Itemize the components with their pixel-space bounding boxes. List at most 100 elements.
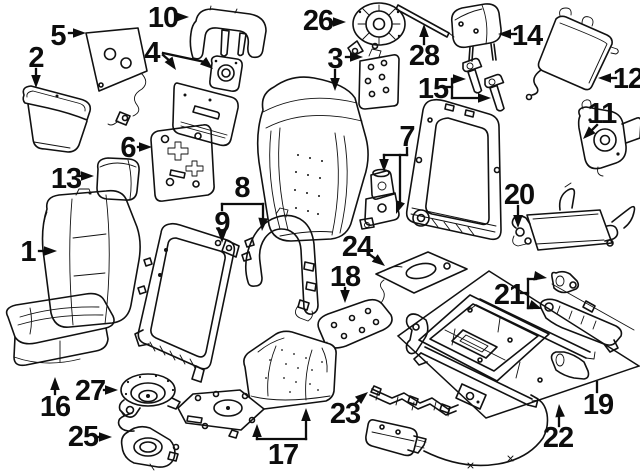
callout-8[interactable]: 8 [220, 172, 268, 231]
part-number: 8 [234, 172, 250, 204]
part-number: 26 [303, 5, 334, 37]
part-number: 6 [120, 132, 136, 164]
seat-heater-mat [315, 279, 393, 357]
track-motors [539, 270, 635, 380]
seat-back-panel [172, 82, 239, 147]
callout-21[interactable]: 21 [494, 271, 548, 313]
seat-foam-pad [243, 330, 337, 410]
seat-pan [177, 389, 265, 439]
callout-26[interactable]: 26 [303, 5, 346, 37]
part-number: 21 [494, 279, 525, 311]
arrowhead-icon [333, 17, 346, 27]
arrowhead-icon [31, 75, 41, 88]
callout-14[interactable]: 14 [498, 20, 544, 52]
arrowhead-icon [379, 159, 389, 172]
callout-3[interactable]: 3 [327, 43, 363, 91]
arrowhead-icon [44, 246, 57, 256]
part-number: 4 [144, 37, 160, 69]
callout-2[interactable]: 2 [28, 42, 45, 88]
arrowhead-icon [81, 171, 94, 181]
callout-22[interactable]: 22 [543, 404, 574, 454]
headrest-guide-sleeves [462, 57, 505, 112]
side-airbag-module [577, 99, 640, 177]
lumbar-support-panel [150, 124, 215, 202]
part-number: 9 [214, 207, 230, 239]
callout-20[interactable]: 20 [504, 179, 535, 228]
seat-back-cover [256, 76, 369, 242]
part-number: 11 [588, 98, 618, 130]
blower-motor [347, 2, 406, 57]
arrowhead-icon [199, 56, 213, 69]
armrest [22, 85, 92, 153]
part-number: 3 [327, 43, 343, 75]
part-number: 14 [512, 20, 543, 52]
part-number: 23 [330, 398, 361, 430]
parts-layer [5, 2, 640, 471]
arrowhead-icon [105, 385, 118, 395]
part-number: 18 [330, 261, 361, 293]
arrowhead-icon [217, 230, 227, 243]
seat-back-hinge-panel [85, 27, 148, 126]
headrest-front [96, 157, 140, 201]
callout-15[interactable]: 15 [418, 73, 491, 105]
part-number: 25 [68, 421, 99, 453]
part-number: 7 [399, 121, 414, 153]
part-number: 12 [613, 63, 640, 95]
callout-28[interactable]: 28 [409, 24, 441, 72]
arrowhead-icon [258, 217, 268, 231]
callout-11[interactable]: 11 [580, 98, 618, 142]
arrowhead-icon [533, 271, 547, 281]
occupant-sensor-ring [117, 409, 180, 471]
cable-actuator [365, 419, 427, 457]
map-pocket-panel [525, 7, 619, 101]
arrowhead-icon [371, 254, 385, 266]
blower-fan [118, 373, 181, 418]
part-number: 13 [51, 163, 82, 195]
arrowhead-icon [99, 432, 112, 442]
track-assembly-box [396, 270, 640, 419]
part-number: 27 [75, 375, 105, 407]
callout-23[interactable]: 23 [330, 388, 371, 430]
callout-4[interactable]: 4 [144, 37, 216, 73]
callout-25[interactable]: 25 [68, 421, 112, 453]
callout-27[interactable]: 27 [75, 375, 118, 407]
part-number: 22 [543, 422, 573, 454]
arrowhead-icon [176, 12, 189, 22]
part-number: 19 [583, 389, 614, 421]
wiring-harness-clips [369, 385, 459, 417]
arrowhead-icon [354, 392, 368, 405]
arrowhead-icon [330, 78, 340, 91]
arrowhead-icon [73, 28, 86, 38]
callout-7[interactable]: 7 [379, 121, 416, 216]
control-module-plate [358, 42, 400, 110]
arrowhead-icon [350, 52, 363, 62]
callout-19[interactable]: 19 [583, 380, 615, 421]
callout-12[interactable]: 12 [598, 63, 640, 95]
callout-18[interactable]: 18 [330, 261, 362, 303]
arrowhead-icon [50, 377, 60, 390]
part-number: 20 [504, 179, 534, 211]
arrowhead-icon [340, 290, 350, 303]
seat-track-assembly [405, 294, 596, 408]
callout-17[interactable]: 17 [252, 408, 311, 471]
arrowhead-icon [252, 424, 262, 437]
callout-5[interactable]: 5 [50, 20, 86, 52]
callout-16[interactable]: 16 [40, 377, 72, 423]
insulator-pad [375, 251, 468, 294]
callout-13[interactable]: 13 [51, 163, 94, 195]
callout-24[interactable]: 24 [342, 231, 388, 270]
rear-cushion-frame [511, 182, 636, 251]
part-number: 10 [148, 2, 178, 34]
arrowhead-icon [598, 73, 611, 83]
arrowhead-icon [498, 29, 511, 39]
arrowhead-icon [478, 93, 491, 103]
arrowhead-icon [164, 56, 176, 70]
part-number: 2 [28, 42, 43, 74]
callout-9[interactable]: 9 [214, 207, 231, 243]
callout-10[interactable]: 10 [148, 2, 189, 34]
callout-6[interactable]: 6 [120, 132, 152, 164]
callout-1[interactable]: 1 [20, 236, 57, 268]
